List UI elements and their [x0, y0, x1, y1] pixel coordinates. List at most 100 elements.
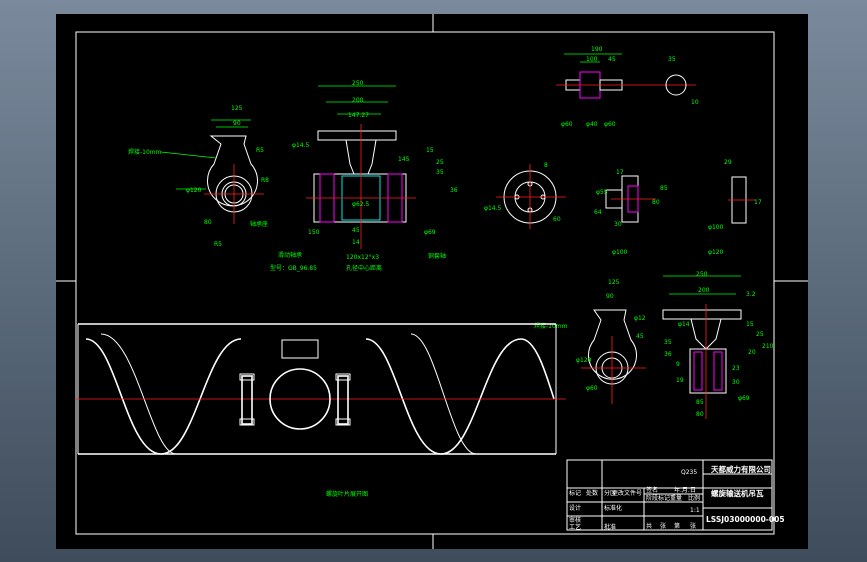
- svg-text:焊接-10mm: 焊接-10mm: [534, 322, 568, 330]
- svg-text:φ62.5: φ62.5: [352, 201, 370, 208]
- svg-text:φ40: φ40: [586, 121, 598, 128]
- svg-text:R5: R5: [256, 147, 264, 154]
- svg-text:29: 29: [724, 159, 732, 166]
- part-name: 螺旋输送机吊瓦: [711, 488, 764, 498]
- svg-text:100: 100: [586, 56, 598, 63]
- svg-text:φ100: φ100: [708, 224, 724, 231]
- svg-text:250: 250: [696, 271, 708, 278]
- svg-text:签名: 签名: [646, 486, 658, 494]
- svg-text:190: 190: [591, 46, 603, 53]
- svg-text:120x12°x3: 120x12°x3: [346, 254, 379, 261]
- svg-text:更改文件号: 更改文件号: [612, 489, 642, 497]
- shaft-view: [556, 53, 696, 99]
- svg-text:145: 145: [398, 156, 410, 163]
- drawing-canvas: 125 90 φ120 R5 80 R8 R5 焊接-10mm 轴承座 250 …: [56, 14, 808, 549]
- svg-text:工艺: 工艺: [569, 523, 581, 531]
- svg-text:R8: R8: [261, 177, 269, 184]
- svg-text:φ60: φ60: [561, 121, 573, 128]
- svg-text:处数: 处数: [586, 489, 598, 497]
- svg-text:36: 36: [450, 187, 458, 194]
- svg-text:标记: 标记: [569, 489, 581, 497]
- svg-text:φ60: φ60: [586, 385, 598, 392]
- drawing-number: LSSJ03000000-005: [706, 515, 785, 524]
- svg-text:φ14: φ14: [678, 321, 690, 328]
- title-block: [566, 459, 773, 531]
- svg-text:φ14.5: φ14.5: [292, 142, 310, 149]
- svg-text:φ120: φ120: [708, 249, 724, 256]
- svg-text:张: 张: [660, 522, 666, 530]
- svg-text:17: 17: [616, 169, 624, 176]
- svg-text:35: 35: [668, 56, 676, 63]
- svg-text:φ120: φ120: [186, 187, 202, 194]
- svg-text:80: 80: [696, 411, 704, 418]
- svg-text:200: 200: [352, 97, 364, 104]
- svg-text:17: 17: [754, 199, 762, 206]
- svg-text:85: 85: [660, 185, 668, 192]
- svg-text:张: 张: [690, 522, 696, 530]
- svg-text:80: 80: [652, 199, 660, 206]
- svg-text:分区: 分区: [604, 489, 616, 497]
- svg-text:14: 14: [352, 239, 360, 246]
- right-hanger-view: [581, 275, 742, 419]
- svg-text:23: 23: [732, 365, 740, 372]
- svg-text:φ120: φ120: [576, 357, 592, 364]
- svg-text:36: 36: [664, 351, 672, 358]
- svg-text:孔径中心距离: 孔径中心距离: [346, 264, 382, 272]
- svg-text:φ69: φ69: [424, 229, 436, 236]
- svg-text:150: 150: [308, 229, 320, 236]
- svg-text:R5: R5: [214, 241, 222, 248]
- svg-text:10: 10: [691, 99, 699, 106]
- svg-text:比例: 比例: [688, 494, 700, 502]
- svg-text:第: 第: [674, 522, 680, 530]
- svg-text:设计: 设计: [569, 504, 581, 512]
- svg-text:阶段标记: 阶段标记: [646, 494, 670, 502]
- screw-conveyor-view: [76, 323, 566, 455]
- svg-text:批准: 批准: [604, 523, 616, 531]
- svg-text:30: 30: [614, 221, 622, 228]
- svg-text:年.月.日: 年.月.日: [674, 486, 696, 494]
- svg-text:重量: 重量: [670, 494, 682, 502]
- scale: 1:1: [690, 507, 700, 514]
- svg-text:30: 30: [732, 379, 740, 386]
- svg-text:85: 85: [696, 399, 704, 406]
- material: Q235: [681, 469, 697, 476]
- label-weld-left: 焊接-10mm: [128, 148, 162, 156]
- svg-text:φ55: φ55: [596, 189, 608, 196]
- svg-text:φ14.5: φ14.5: [484, 205, 502, 212]
- svg-text:200: 200: [698, 287, 710, 294]
- company: 天都威力有限公司: [711, 464, 771, 474]
- svg-text:90: 90: [606, 293, 614, 300]
- drawing-sheet: 125 90 φ120 R5 80 R8 R5 焊接-10mm 轴承座 250 …: [56, 14, 808, 549]
- svg-text:35: 35: [664, 339, 672, 346]
- svg-text:15: 15: [746, 321, 754, 328]
- svg-text:9: 9: [676, 361, 680, 368]
- svg-text:64: 64: [594, 209, 602, 216]
- svg-text:8: 8: [544, 162, 548, 169]
- flange-section-view: [605, 175, 656, 223]
- svg-text:45: 45: [352, 227, 360, 234]
- svg-text:19: 19: [676, 377, 684, 384]
- svg-text:25: 25: [756, 331, 764, 338]
- svg-text:3.2: 3.2: [746, 291, 756, 298]
- svg-text:45: 45: [636, 333, 644, 340]
- svg-text:25: 25: [436, 159, 444, 166]
- svg-text:型号：GB_96.85: 型号：GB_96.85: [270, 264, 317, 272]
- svg-text:250: 250: [352, 80, 364, 87]
- svg-text:60: 60: [553, 216, 561, 223]
- svg-text:φ100: φ100: [612, 249, 628, 256]
- svg-text:铜套轴: 铜套轴: [428, 252, 446, 260]
- svg-text:标准化: 标准化: [604, 504, 622, 512]
- svg-text:φ12: φ12: [634, 315, 646, 322]
- svg-text:147.27: 147.27: [348, 112, 369, 119]
- svg-text:共: 共: [646, 522, 652, 530]
- inner-frame: [75, 31, 775, 535]
- svg-text:210: 210: [762, 343, 774, 350]
- svg-text:35: 35: [436, 169, 444, 176]
- svg-text:15: 15: [426, 147, 434, 154]
- dim-125: 125: [231, 105, 243, 112]
- svg-text:φ69: φ69: [738, 395, 750, 402]
- end-section-view: [728, 176, 756, 224]
- svg-text:螺旋叶片展开图: 螺旋叶片展开图: [326, 490, 368, 498]
- svg-text:审核: 审核: [569, 516, 581, 524]
